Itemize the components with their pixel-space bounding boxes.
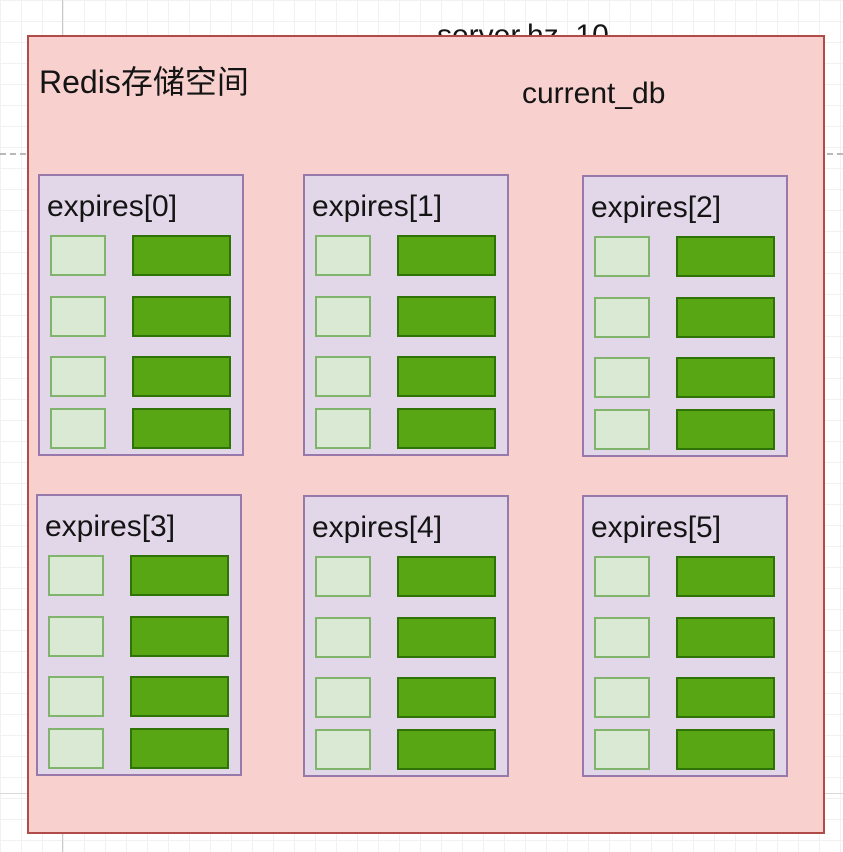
- entry-value-cell: [397, 677, 496, 718]
- entry-value-cell: [676, 236, 775, 277]
- entry-value-cell: [676, 677, 775, 718]
- entry-value-cell: [676, 357, 775, 398]
- entry-key-cell: [594, 617, 650, 658]
- entry-value-cell: [676, 617, 775, 658]
- hash-entry-row: [584, 729, 786, 770]
- hash-entry-row: [40, 235, 242, 276]
- entry-value-cell: [130, 555, 229, 596]
- expires-table-2: expires[2]: [582, 175, 788, 457]
- hash-entry-row: [305, 617, 507, 658]
- hash-entry-row: [38, 616, 240, 657]
- entry-key-cell: [594, 556, 650, 597]
- entry-value-cell: [132, 356, 231, 397]
- hash-entry-row: [584, 409, 786, 450]
- entry-key-cell: [315, 408, 371, 449]
- entry-key-cell: [594, 409, 650, 450]
- entry-key-cell: [315, 356, 371, 397]
- entry-value-cell: [397, 729, 496, 770]
- entry-value-cell: [676, 729, 775, 770]
- hash-entry-row: [305, 408, 507, 449]
- entry-key-cell: [594, 236, 650, 277]
- hash-entry-row: [584, 236, 786, 277]
- entry-key-cell: [48, 676, 104, 717]
- entry-key-cell: [315, 296, 371, 337]
- expires-table-3: expires[3]: [36, 494, 242, 776]
- expires-table-label: expires[0]: [47, 190, 178, 223]
- hash-entry-row: [40, 408, 242, 449]
- entry-key-cell: [315, 617, 371, 658]
- entry-value-cell: [397, 408, 496, 449]
- hash-entry-row: [584, 677, 786, 718]
- hash-entry-row: [38, 676, 240, 717]
- entry-value-cell: [132, 408, 231, 449]
- expires-table-1: expires[1]: [303, 174, 509, 456]
- entry-key-cell: [315, 729, 371, 770]
- expires-table-label: expires[2]: [591, 191, 722, 224]
- expires-table-label: expires[5]: [591, 511, 722, 544]
- hash-entry-row: [584, 357, 786, 398]
- entry-key-cell: [50, 356, 106, 397]
- entry-value-cell: [676, 409, 775, 450]
- entry-value-cell: [130, 676, 229, 717]
- entry-value-cell: [132, 296, 231, 337]
- entry-value-cell: [676, 297, 775, 338]
- entry-key-cell: [315, 556, 371, 597]
- expires-table-5: expires[5]: [582, 495, 788, 777]
- hash-entry-row: [305, 235, 507, 276]
- hash-entry-row: [305, 556, 507, 597]
- entry-key-cell: [594, 677, 650, 718]
- hash-entry-row: [305, 296, 507, 337]
- expires-table-label: expires[4]: [312, 511, 443, 544]
- hash-entry-row: [40, 356, 242, 397]
- current-db-annotation: current_db: [522, 77, 666, 110]
- hash-entry-row: [584, 297, 786, 338]
- entry-key-cell: [50, 296, 106, 337]
- hash-entry-row: [305, 356, 507, 397]
- entry-value-cell: [676, 556, 775, 597]
- entry-value-cell: [397, 235, 496, 276]
- entry-value-cell: [130, 728, 229, 769]
- entry-value-cell: [130, 616, 229, 657]
- entry-value-cell: [397, 556, 496, 597]
- hash-entry-row: [305, 677, 507, 718]
- entry-value-cell: [132, 235, 231, 276]
- entry-key-cell: [48, 555, 104, 596]
- hash-entry-row: [584, 617, 786, 658]
- entry-key-cell: [50, 235, 106, 276]
- entry-value-cell: [397, 296, 496, 337]
- entry-key-cell: [594, 357, 650, 398]
- entry-key-cell: [594, 729, 650, 770]
- hash-entry-row: [40, 296, 242, 337]
- hash-entry-row: [38, 728, 240, 769]
- expires-table-label: expires[1]: [312, 190, 443, 223]
- expires-table-label: expires[3]: [45, 510, 176, 543]
- entry-key-cell: [48, 728, 104, 769]
- expires-table-0: expires[0]: [38, 174, 244, 456]
- entry-key-cell: [594, 297, 650, 338]
- hash-entry-row: [38, 555, 240, 596]
- hash-entry-row: [584, 556, 786, 597]
- hash-entry-row: [305, 729, 507, 770]
- expires-table-4: expires[4]: [303, 495, 509, 777]
- entry-key-cell: [50, 408, 106, 449]
- entry-key-cell: [48, 616, 104, 657]
- entry-key-cell: [315, 235, 371, 276]
- entry-value-cell: [397, 617, 496, 658]
- entry-key-cell: [315, 677, 371, 718]
- redis-space-title: Redis存储空间: [39, 64, 249, 100]
- entry-value-cell: [397, 356, 496, 397]
